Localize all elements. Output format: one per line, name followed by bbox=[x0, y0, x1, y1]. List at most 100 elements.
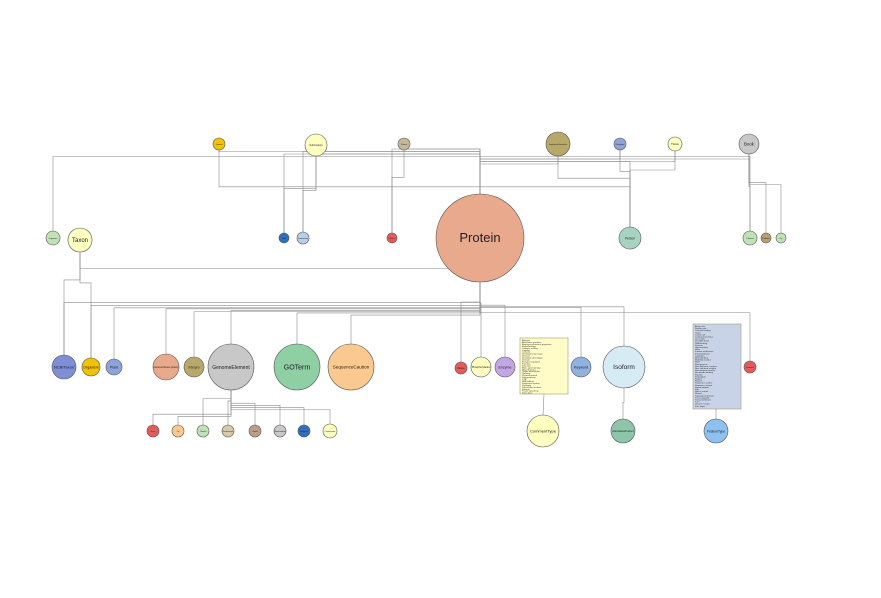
node-label-gp_gray: Mitochondrion bbox=[274, 430, 285, 433]
node-label-consortium: Consortium bbox=[298, 237, 309, 240]
node-circle-protein[interactable] bbox=[435, 193, 525, 283]
feature-types-panel-item: Signal peptide bbox=[695, 386, 710, 389]
comment-types-panel-item: Tissue specificity bbox=[522, 390, 539, 393]
feature-types-panel-item: Binding site bbox=[695, 327, 707, 330]
node-genomeelement[interactable]: GenomeElement bbox=[207, 343, 255, 391]
node-circle-journal[interactable] bbox=[212, 137, 226, 151]
node-circle-enzyme[interactable] bbox=[494, 356, 516, 378]
node-featuretype[interactable]: FeatureType bbox=[703, 418, 729, 444]
comment-types-panel-item: Biophysicochemical properties bbox=[522, 343, 552, 346]
node-circle-consortium[interactable] bbox=[296, 231, 310, 245]
node-interpro[interactable]: Interpro bbox=[183, 356, 205, 378]
node-enzyme[interactable]: Enzyme bbox=[494, 356, 516, 378]
node-alternativeproduct[interactable]: AlternativeProduct bbox=[610, 418, 636, 444]
node-gp_green[interactable]: Plasmid bbox=[196, 424, 210, 438]
node-circle-node_blue[interactable] bbox=[278, 232, 290, 244]
node-circle-author[interactable] bbox=[386, 232, 398, 244]
node-circle-keyword[interactable] bbox=[570, 356, 592, 378]
node-gp_red[interactable]: Gene bbox=[146, 424, 160, 438]
node-circle-genomeelement[interactable] bbox=[207, 343, 255, 391]
node-taxon[interactable]: Taxon bbox=[67, 227, 93, 253]
node-circle-transmembrane[interactable] bbox=[152, 353, 180, 381]
node-plant[interactable]: Plant bbox=[105, 358, 123, 376]
node-organism[interactable]: Organism bbox=[81, 357, 101, 377]
node-circle-alternativeproduct[interactable] bbox=[610, 418, 636, 444]
node-gp_brown[interactable]: Plastid bbox=[248, 424, 262, 438]
node-circle-publisher[interactable] bbox=[760, 232, 772, 244]
node-circle-gp_blue[interactable] bbox=[297, 424, 311, 438]
node-circle-submission[interactable] bbox=[304, 133, 328, 157]
node-feature[interactable]: Feature bbox=[743, 360, 757, 374]
node-circle-organism[interactable] bbox=[81, 357, 101, 377]
node-circle-plant[interactable] bbox=[105, 358, 123, 376]
node-circle-databasecitation[interactable] bbox=[613, 137, 627, 151]
node-circle-gp_yellow[interactable] bbox=[322, 423, 338, 439]
edge-thesis-person bbox=[629, 151, 676, 227]
node-circle-patent[interactable] bbox=[397, 137, 411, 151]
edge-genomeelement-gp_green bbox=[202, 390, 232, 425]
node-circle-gp_red[interactable] bbox=[146, 424, 160, 438]
node-circle-interpro[interactable] bbox=[183, 356, 205, 378]
node-circle-book[interactable] bbox=[738, 133, 760, 155]
node-circle-city[interactable] bbox=[775, 232, 787, 244]
feature-types-panel-item: Nucleotide binding bbox=[695, 371, 714, 374]
node-gp_tan[interactable]: Nucleomorph bbox=[221, 424, 235, 438]
node-commenttype[interactable]: CommentType bbox=[526, 414, 560, 448]
node-label-gp_brown: Plastid bbox=[252, 430, 257, 433]
node-circle-gp_gray[interactable] bbox=[273, 424, 287, 438]
node-circle-phosphorylation[interactable] bbox=[470, 356, 492, 378]
node-circle-commenttype[interactable] bbox=[526, 414, 560, 448]
node-circle-gp_brown[interactable] bbox=[248, 424, 262, 438]
node-label-gp_blue: Molecule bbox=[300, 431, 307, 433]
comment-types-panel-item: RNA editing bbox=[522, 380, 534, 383]
node-book[interactable]: Book bbox=[738, 133, 760, 155]
node-phosphorylation[interactable]: Phosphorylation bbox=[470, 356, 492, 378]
node-patent[interactable]: Patent bbox=[397, 137, 411, 151]
node-goterm[interactable]: GOTerm bbox=[273, 343, 321, 391]
node-circle-sequencecaution[interactable] bbox=[327, 343, 375, 391]
node-circle-kinase[interactable] bbox=[454, 361, 468, 375]
node-circle-citation[interactable] bbox=[742, 230, 758, 246]
node-gp_blue[interactable]: Molecule bbox=[297, 424, 311, 438]
node-circle-feature[interactable] bbox=[743, 360, 757, 374]
node-circle-organism2[interactable] bbox=[45, 230, 61, 246]
node-circle-unpublished[interactable] bbox=[545, 131, 571, 157]
node-circle-isoform[interactable] bbox=[602, 345, 646, 389]
edge-protein-organism2 bbox=[52, 156, 481, 245]
comment-types-panel-item: Developmental stage bbox=[522, 353, 543, 356]
node-transmembrane[interactable]: transmembrane protein bbox=[152, 353, 180, 381]
node-circle-gp_tan[interactable] bbox=[221, 424, 235, 438]
node-node_blue[interactable]: Node bbox=[278, 232, 290, 244]
node-circle-ncbitaxon[interactable] bbox=[51, 354, 77, 380]
node-ncbitaxon[interactable]: NCBITaxon bbox=[51, 354, 77, 380]
node-journal[interactable]: Journal bbox=[212, 137, 226, 151]
node-isoform[interactable]: Isoform bbox=[602, 345, 646, 389]
node-protein[interactable]: Protein bbox=[435, 193, 525, 283]
node-keyword[interactable]: Keyword bbox=[570, 356, 592, 378]
node-sequencecaution[interactable]: SequenceCaution bbox=[327, 343, 375, 391]
node-circle-person[interactable] bbox=[618, 226, 642, 250]
node-gp_yellow[interactable]: Chromosome bbox=[322, 423, 338, 439]
node-label-patent: Patent bbox=[401, 143, 408, 146]
node-person[interactable]: Person bbox=[618, 226, 642, 250]
node-databasecitation[interactable]: Database bbox=[613, 137, 627, 151]
node-publisher[interactable]: Publisher bbox=[760, 232, 772, 244]
node-kinase[interactable]: Kinase bbox=[454, 361, 468, 375]
node-gp_orange[interactable]: Orf bbox=[171, 424, 185, 438]
node-circle-taxon[interactable] bbox=[67, 227, 93, 253]
node-consortium[interactable]: Consortium bbox=[296, 231, 310, 245]
node-circle-gp_orange[interactable] bbox=[171, 424, 185, 438]
node-submission[interactable]: Submission bbox=[304, 133, 328, 157]
node-gp_gray[interactable]: Mitochondrion bbox=[273, 424, 287, 438]
node-organism2[interactable]: Organism bbox=[45, 230, 61, 246]
feature-types-panel-item: Unsure residue bbox=[695, 403, 711, 406]
node-author[interactable]: Author bbox=[386, 232, 398, 244]
node-circle-gp_green[interactable] bbox=[196, 424, 210, 438]
node-circle-featuretype[interactable] bbox=[703, 418, 729, 444]
node-city[interactable]: City bbox=[775, 232, 787, 244]
node-circle-thesis[interactable] bbox=[667, 136, 683, 152]
node-citation[interactable]: Citation bbox=[742, 230, 758, 246]
node-circle-goterm[interactable] bbox=[273, 343, 321, 391]
node-unpublished[interactable]: UnpublishedObservations bbox=[545, 131, 571, 157]
node-thesis[interactable]: Thesis bbox=[667, 136, 683, 152]
